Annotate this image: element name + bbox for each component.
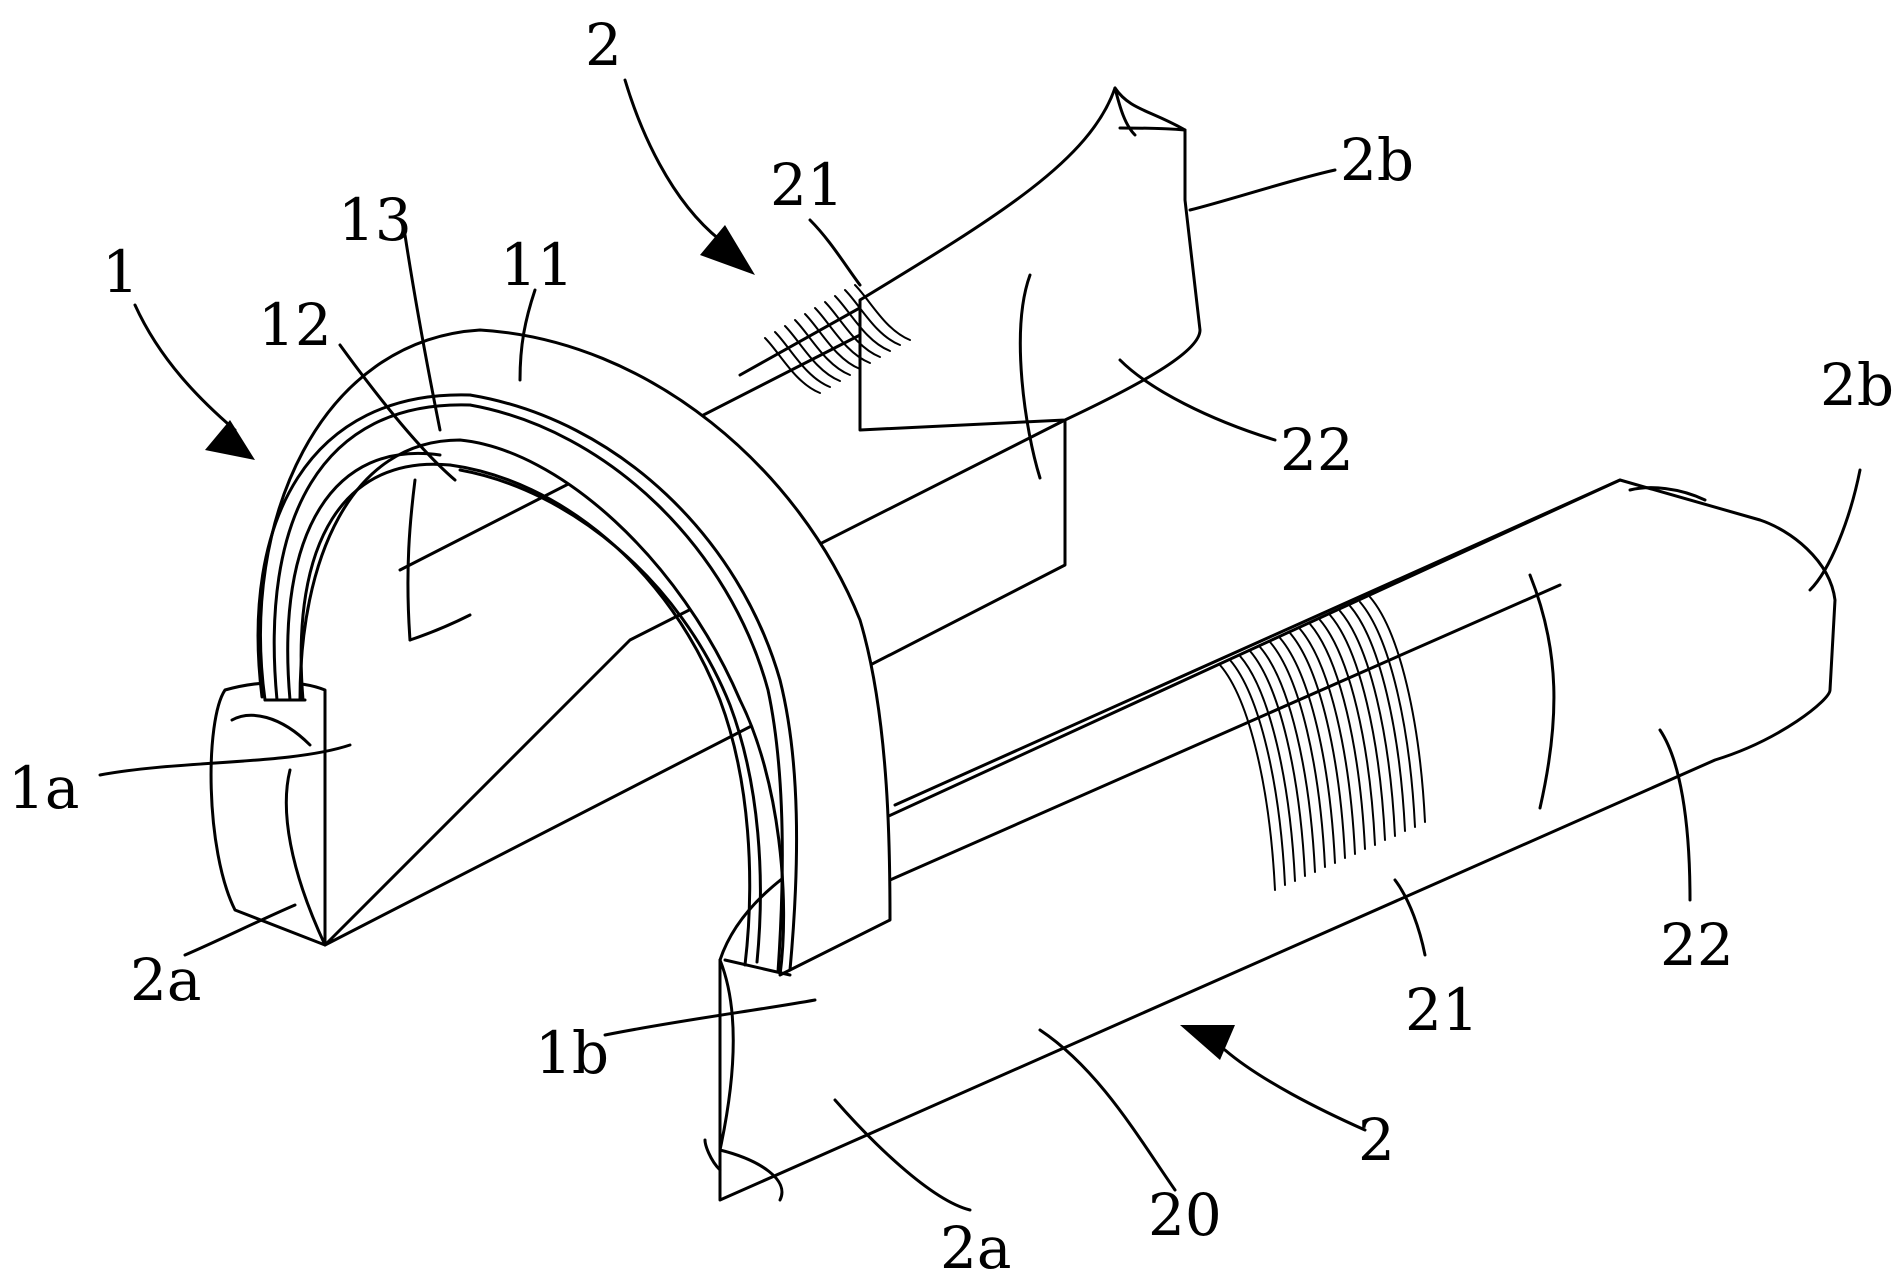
left-end-2a	[209, 681, 327, 947]
label-13: 13	[338, 186, 412, 254]
label-2-top: 2	[585, 11, 622, 79]
label-20: 20	[1148, 1181, 1222, 1249]
upper-rod	[323, 86, 1202, 947]
label-21-bottom: 21	[1405, 976, 1479, 1044]
ring-clip	[256, 328, 892, 977]
label-12: 12	[258, 291, 332, 359]
label-1b: 1b	[535, 1019, 609, 1087]
label-2a-left: 2a	[130, 946, 201, 1014]
label-1a: 1a	[8, 754, 79, 822]
leader-lines	[98, 78, 1862, 1212]
label-2-bottom: 2	[1358, 1106, 1395, 1174]
label-21-top: 21	[770, 151, 844, 219]
label-2b-top: 2b	[1340, 126, 1414, 194]
reference-labels: 1 2 2 11 12 13 21 21 22 22 2b 2b 1a 1b 2…	[8, 11, 1894, 1277]
label-2b-right: 2b	[1820, 351, 1894, 419]
lower-rod	[703, 478, 1837, 1202]
label-1: 1	[102, 238, 139, 306]
label-22-bottom: 22	[1660, 911, 1734, 979]
label-22-top: 22	[1280, 416, 1354, 484]
label-2a-bottom: 2a	[940, 1214, 1011, 1277]
label-11: 11	[500, 231, 574, 299]
